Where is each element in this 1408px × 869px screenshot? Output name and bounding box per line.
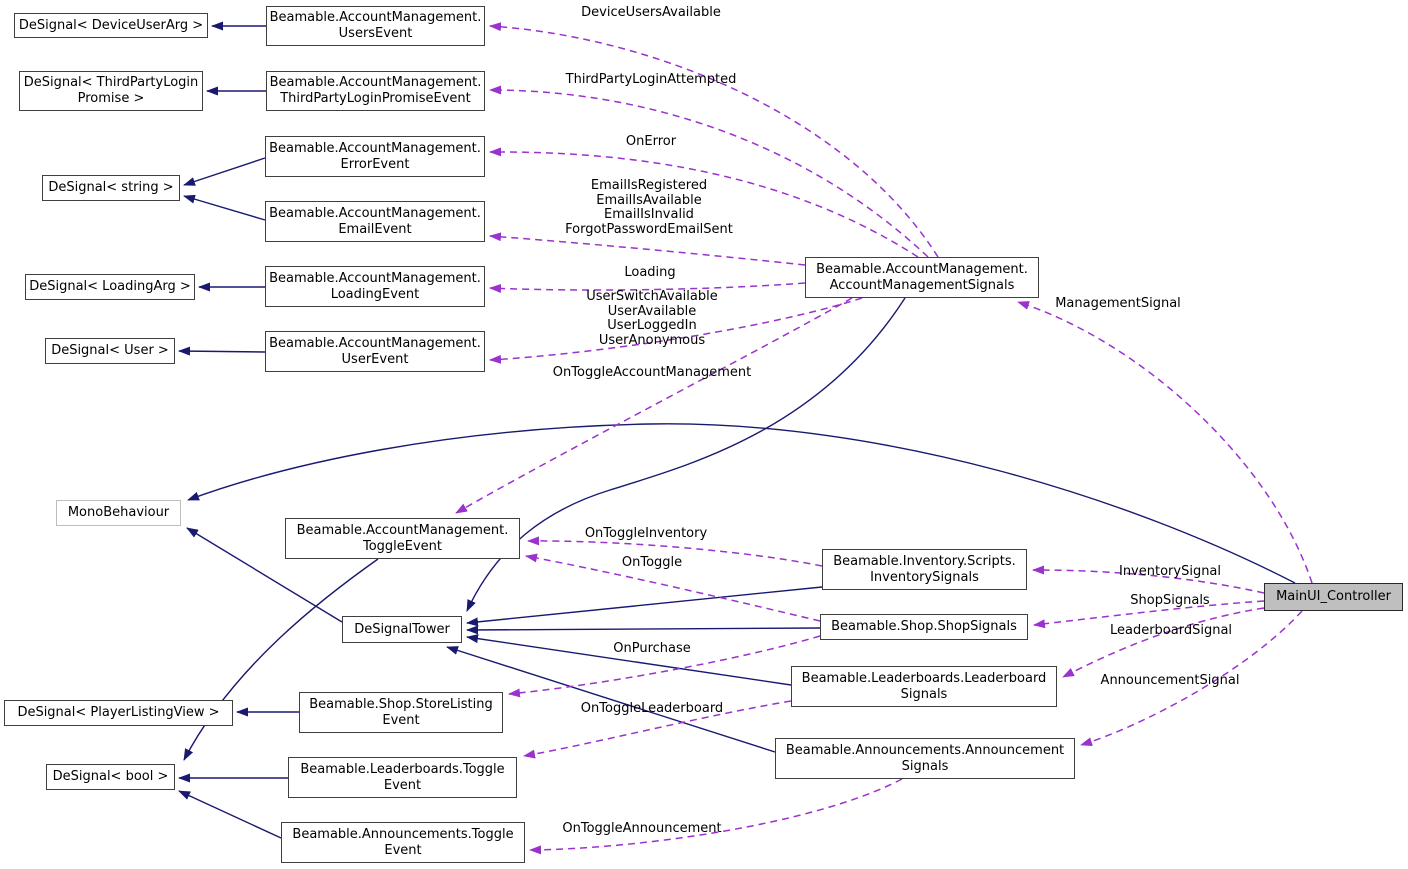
usage-edge-accountmanagement-signals-to-loading-event	[489, 282, 806, 293]
node-announcements-toggle-event[interactable]: Beamable.Announcements.Toggle Event	[281, 822, 525, 863]
usage-edge-accountmanagement-signals-to-thirdpartyloginpromise-event	[489, 85, 929, 258]
edge-label-inventorysignal: InventorySignal	[1118, 564, 1222, 579]
edge-label-ontoggle: OnToggle	[621, 555, 683, 570]
inherit-edge-shop-signals-to-designaltower	[466, 625, 821, 635]
edge-label-onpurchase: OnPurchase	[613, 641, 691, 656]
node-toggle-event[interactable]: Beamable.AccountManagement. ToggleEvent	[285, 518, 520, 559]
inherit-edge-email-event-to-designal-string	[183, 194, 266, 221]
node-designal-user[interactable]: DeSignal< User >	[45, 338, 175, 364]
inherit-edge-leaderboard-signals-to-designaltower	[466, 634, 792, 686]
edge-label-ontoggleannouncement: OnToggleAnnouncement	[562, 821, 722, 836]
node-thirdpartyloginpromise-event[interactable]: Beamable.AccountManagement. ThirdPartyLo…	[266, 71, 485, 111]
usage-edge-mainui-controller-to-announcement-signals	[1080, 610, 1303, 747]
edge-label-deviceusersavailable: DeviceUsersAvailable	[581, 5, 721, 20]
edge-label-emailisregistered: EmailIsRegistered EmailIsAvailable Email…	[565, 178, 733, 237]
usage-edge-shop-signals-to-toggle-event	[525, 553, 821, 622]
inherit-edge-mainui-controller-to-monobehaviour	[187, 423, 1296, 584]
node-shop-signals[interactable]: Beamable.Shop.ShopSignals	[820, 614, 1028, 640]
edge-label-onerror: OnError	[625, 134, 677, 149]
edge-label-loading: Loading	[624, 265, 676, 280]
edge-label-thirdpartyloginattempted: ThirdPartyLoginAttempted	[565, 72, 737, 87]
usage-edge-mainui-controller-to-shop-signals	[1033, 600, 1265, 629]
inherit-edge-toggle-event-to-designal-bool	[183, 558, 379, 761]
usage-edge-shop-signals-to-storelisting-event	[508, 635, 821, 698]
edges-group	[178, 21, 1313, 855]
node-designaltower[interactable]: DeSignalTower	[342, 616, 462, 643]
node-designal-bool[interactable]: DeSignal< bool >	[46, 764, 175, 790]
edge-label-ontoggleleaderboard: OnToggleLeaderboard	[580, 701, 724, 716]
node-designal-deviceuserarg[interactable]: DeSignal< DeviceUserArg >	[14, 13, 208, 38]
usage-edge-accountmanagement-signals-to-email-event	[489, 232, 806, 266]
edge-label-leaderboardsignal: LeaderboardSignal	[1109, 623, 1233, 638]
node-leaderboard-signals[interactable]: Beamable.Leaderboards.Leaderboard Signal…	[791, 666, 1057, 707]
edge-label-userswitchavailable: UserSwitchAvailable UserAvailable UserLo…	[586, 289, 718, 348]
usage-edge-accountmanagement-signals-to-error-event	[489, 147, 919, 258]
inherit-edge-user-event-to-designal-user	[178, 346, 266, 356]
edge-label-announcementsignal: AnnouncementSignal	[1100, 673, 1240, 688]
node-announcement-signals[interactable]: Beamable.Announcements.Announcement Sign…	[775, 738, 1075, 779]
node-monobehaviour[interactable]: MonoBehaviour	[56, 500, 181, 526]
edge-label-ontoggleinventory: OnToggleInventory	[584, 526, 708, 541]
node-inventory-signals[interactable]: Beamable.Inventory.Scripts. InventorySig…	[822, 549, 1027, 590]
usage-edge-inventory-signals-to-toggle-event	[527, 536, 823, 567]
node-designal-string[interactable]: DeSignal< string >	[42, 175, 180, 201]
node-email-event[interactable]: Beamable.AccountManagement. EmailEvent	[265, 201, 485, 242]
node-mainui-controller[interactable]: MainUI_Controller	[1264, 583, 1403, 611]
node-accountmanagement-signals[interactable]: Beamable.AccountManagement. AccountManag…	[805, 257, 1039, 298]
usage-edge-leaderboard-signals-to-leaderboards-toggle-event	[523, 700, 792, 759]
edge-label-ontoggleaccountmanagement: OnToggleAccountManagement	[552, 365, 752, 380]
node-storelisting-event[interactable]: Beamable.Shop.StoreListing Event	[299, 692, 503, 733]
usage-edge-announcement-signals-to-announcements-toggle-event	[529, 778, 903, 855]
node-error-event[interactable]: Beamable.AccountManagement. ErrorEvent	[265, 136, 485, 177]
usage-edge-mainui-controller-to-accountmanagement-signals	[1017, 301, 1313, 584]
inherit-edge-announcements-toggle-event-to-designal-bool	[178, 790, 282, 839]
node-users-event[interactable]: Beamable.AccountManagement. UsersEvent	[266, 6, 485, 46]
node-designal-loadingarg[interactable]: DeSignal< LoadingArg >	[25, 274, 195, 300]
inherit-edge-inventory-signals-to-designaltower	[466, 586, 823, 627]
inherit-edge-error-event-to-designal-string	[183, 157, 266, 186]
edge-label-managementsignal: ManagementSignal	[1055, 296, 1181, 311]
usage-edge-mainui-controller-to-inventory-signals	[1032, 565, 1265, 594]
usage-edge-mainui-controller-to-leaderboard-signals	[1062, 607, 1265, 678]
node-designal-playerlistingview[interactable]: DeSignal< PlayerListingView >	[4, 700, 233, 726]
node-designal-thirdpartylogin-promise[interactable]: DeSignal< ThirdPartyLogin Promise >	[19, 71, 203, 111]
edge-label-shopsignals: ShopSignals	[1130, 593, 1210, 608]
node-user-event[interactable]: Beamable.AccountManagement. UserEvent	[265, 331, 485, 372]
node-leaderboards-toggle-event[interactable]: Beamable.Leaderboards.Toggle Event	[288, 757, 517, 798]
node-loading-event[interactable]: Beamable.AccountManagement. LoadingEvent	[265, 266, 485, 307]
inherit-edge-announcement-signals-to-designaltower	[446, 646, 776, 753]
